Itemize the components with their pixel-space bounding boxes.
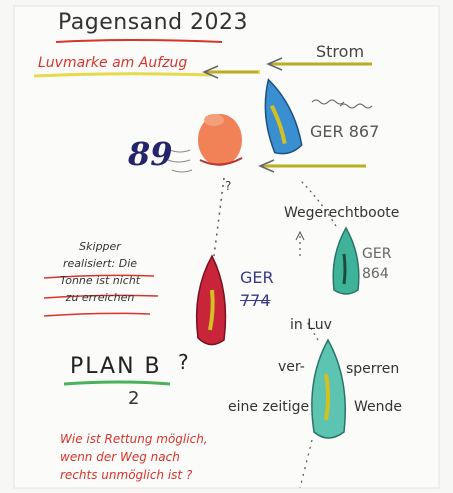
right-of-way-label: Wegerechtboote (284, 206, 399, 220)
sperren-label: sperren (346, 362, 399, 376)
plan-b-question-mark: ? (178, 352, 189, 372)
boat-774-line1: GER (240, 268, 274, 287)
wende-label: Wende (354, 400, 402, 414)
skipper-note-line: realisiert: Die (63, 257, 137, 270)
rescue-question-line: rechts unmöglich ist ? (60, 466, 270, 484)
skipper-note: Skipper realisiert: Die Tonne ist nicht … (40, 238, 160, 306)
skipper-note-line: Tonne ist nicht (60, 274, 140, 287)
sketch-subtitle: Luvmarke am Aufzug (38, 56, 187, 70)
skipper-note-line: Skipper (79, 240, 121, 253)
plan-b-heading: PLAN B (70, 356, 162, 378)
rescue-question: Wie ist Rettung möglich, wenn der Weg na… (60, 430, 270, 484)
boat-774-label: GER 774 (240, 266, 300, 312)
boat-774-line2: 774 (240, 291, 271, 310)
eine-zeitige-label: eine zeitige (228, 400, 309, 414)
boat-864-line2: 864 (362, 266, 389, 282)
svg-text:?: ? (225, 179, 231, 193)
buoy-number: 89 (128, 138, 173, 170)
ver-label: ver- (278, 360, 305, 374)
boat-864-line1: GER (362, 246, 391, 262)
skipper-note-line: zu erreichen (66, 291, 135, 304)
boat-867-label: GER 867 (310, 124, 379, 140)
plan-b-number: 2 (128, 390, 139, 408)
sketch-title: Pagensand 2023 (58, 12, 248, 34)
current-label: Strom (316, 44, 364, 60)
in-luv-label: in Luv (290, 318, 332, 332)
rescue-question-line: Wie ist Rettung möglich, (60, 430, 270, 448)
rescue-question-line: wenn der Weg nach (60, 448, 270, 466)
boat-864-label: GER 864 (362, 244, 412, 285)
